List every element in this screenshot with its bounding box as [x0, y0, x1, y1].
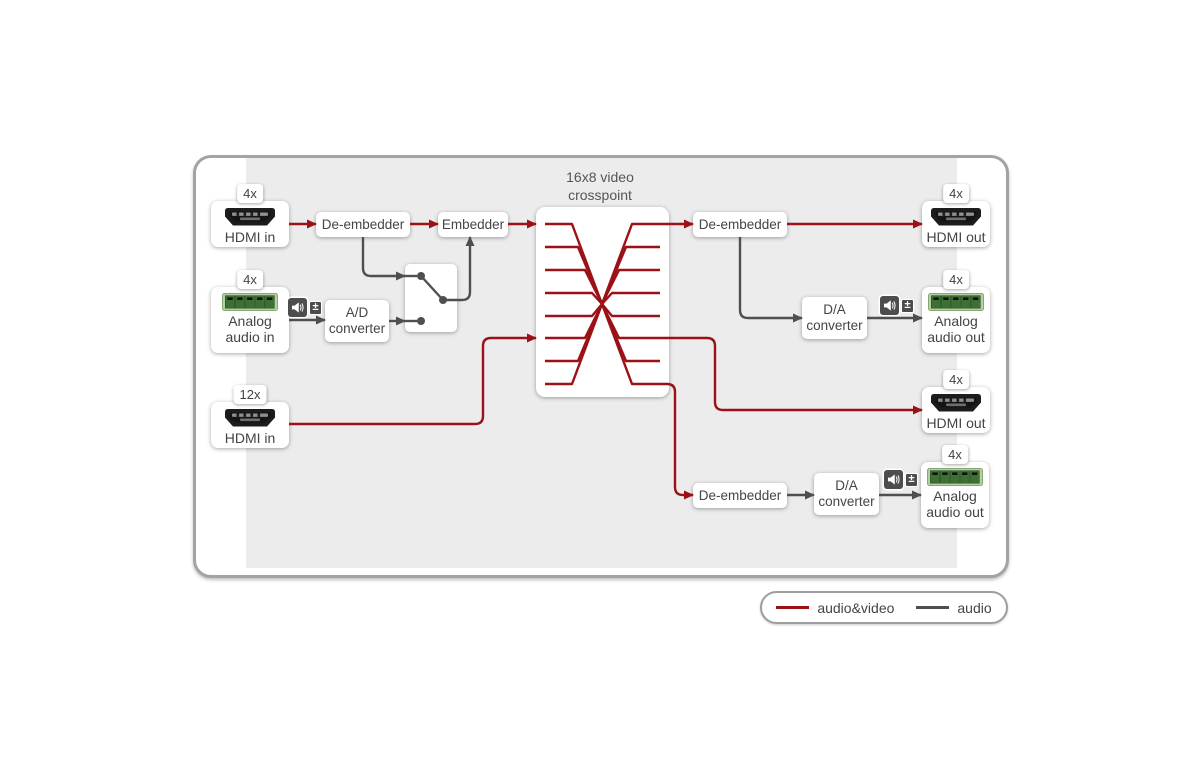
- hdmi-out-1-label: HDMI out: [926, 229, 986, 245]
- hdmi-in-1-count-badge: 4x: [237, 184, 263, 203]
- de-embedder-1-box: De-embedder: [316, 212, 410, 237]
- hdmi-in-2-count-badge: 12x: [233, 385, 267, 404]
- hdmi-connector-icon: [931, 394, 981, 412]
- analog-out-2-label-line2: audio out: [926, 504, 984, 520]
- plus-minus-icon: ±: [905, 473, 918, 487]
- analog-audio-out-1-box: 4x Analog audio out: [922, 270, 990, 353]
- ad-converter-box: A/D converter: [325, 300, 389, 342]
- legend-audio-video-swatch: [776, 606, 810, 609]
- legend: audio&video audio: [760, 591, 1008, 624]
- crosspoint-title-line1: 16x8 video: [566, 169, 634, 185]
- hdmi-out-2-box: 4x HDMI out: [922, 370, 990, 433]
- de-embedder-3-label: De-embedder: [698, 487, 782, 503]
- legend-audio-label: audio: [957, 599, 992, 616]
- crosspoint-title-line2: crosspoint: [568, 187, 632, 203]
- embedder-label: Embedder: [441, 216, 505, 232]
- hdmi-in-2-label: HDMI in: [224, 430, 276, 446]
- analog-out-2-label-line1: Analog: [933, 488, 977, 504]
- hdmi-out-2-count-badge: 4x: [943, 370, 969, 389]
- audio-source-switch-box: [405, 264, 457, 332]
- da-converter-1-label-line2: converter: [806, 318, 863, 333]
- hdmi-connector-icon: [225, 409, 275, 427]
- hdmi-in-2-box: 12x HDMI in: [211, 385, 289, 448]
- hdmi-out-1-count-badge: 4x: [943, 184, 969, 203]
- hdmi-connector-icon: [931, 208, 981, 226]
- volume-adjust-icon: ±: [884, 470, 918, 489]
- de-embedder-2-box: De-embedder: [693, 212, 787, 237]
- hdmi-connector-icon: [225, 208, 275, 226]
- terminal-block-icon: [928, 293, 984, 311]
- da-converter-1-box: D/A converter: [802, 297, 867, 339]
- analog-out-1-label-line2: audio out: [927, 329, 985, 345]
- hdmi-out-1-box: 4x HDMI out: [922, 184, 990, 247]
- hdmi-out-2-label: HDMI out: [926, 415, 986, 431]
- analog-in-count-badge: 4x: [237, 270, 263, 289]
- ad-converter-label-line2: converter: [328, 321, 386, 336]
- terminal-block-icon: [222, 293, 278, 311]
- da-converter-2-label-line2: converter: [818, 494, 875, 509]
- volume-adjust-icon: ±: [288, 298, 322, 317]
- crosspoint-box: [536, 207, 669, 397]
- hdmi-in-1-label: HDMI in: [224, 229, 276, 245]
- analog-audio-in-box: 4x Analog audio in: [211, 270, 289, 353]
- de-embedder-1-label: De-embedder: [321, 216, 405, 232]
- legend-audio-video-label: audio&video: [817, 599, 895, 616]
- legend-audio-swatch: [916, 606, 950, 609]
- crosspoint-title: 16x8 video crosspoint: [530, 168, 670, 204]
- analog-out-1-count-badge: 4x: [943, 270, 969, 289]
- speaker-icon: [884, 470, 903, 489]
- analog-in-label-line1: Analog: [228, 313, 272, 329]
- speaker-icon: [288, 298, 307, 317]
- da-converter-2-label-line1: D/A: [835, 478, 858, 493]
- volume-adjust-icon: ±: [880, 296, 914, 315]
- plus-minus-icon: ±: [309, 301, 322, 315]
- analog-audio-out-2-box: 4x Analog audio out: [921, 445, 989, 528]
- embedder-box: Embedder: [438, 212, 508, 237]
- da-converter-1-label-line1: D/A: [823, 302, 846, 317]
- ad-converter-label-line1: A/D: [345, 305, 369, 320]
- speaker-icon: [880, 296, 899, 315]
- analog-out-2-count-badge: 4x: [942, 445, 968, 464]
- de-embedder-3-box: De-embedder: [693, 483, 787, 508]
- analog-out-1-label-line1: Analog: [934, 313, 978, 329]
- hdmi-in-1-box: 4x HDMI in: [211, 184, 289, 247]
- terminal-block-icon: [927, 468, 983, 486]
- analog-in-label-line2: audio in: [225, 329, 275, 345]
- de-embedder-2-label: De-embedder: [698, 216, 782, 232]
- plus-minus-icon: ±: [901, 299, 914, 313]
- da-converter-2-box: D/A converter: [814, 473, 879, 515]
